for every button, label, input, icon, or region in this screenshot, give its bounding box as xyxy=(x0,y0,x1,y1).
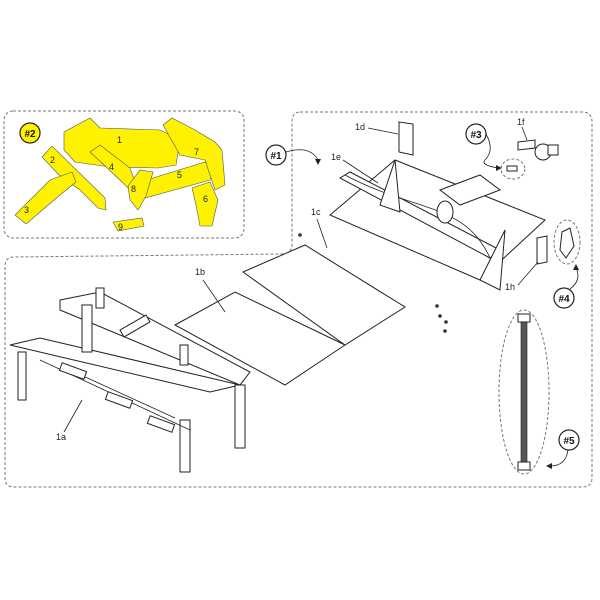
log-label-9: 9 xyxy=(118,222,123,232)
part-label-1h: 1h xyxy=(505,282,515,292)
svg-text:#5: #5 xyxy=(563,436,575,447)
callout-5: #5 xyxy=(546,429,580,469)
log-3 xyxy=(14,171,77,225)
log-label-7: 7 xyxy=(194,147,199,157)
screws xyxy=(298,233,448,333)
log-set-box xyxy=(3,110,245,239)
log-label-3: 3 xyxy=(24,205,29,215)
log-label-4: 4 xyxy=(109,162,114,172)
valve-1f xyxy=(517,139,559,161)
svg-text:#2: #2 xyxy=(24,129,36,140)
flex-gas-line xyxy=(517,313,531,471)
part-label-1b: 1b xyxy=(195,267,205,277)
log-7 xyxy=(162,117,226,191)
gas-line-detail xyxy=(498,309,550,475)
part-label-1d: 1d xyxy=(355,122,365,132)
callout-2: #2 xyxy=(19,122,41,144)
svg-text:#1: #1 xyxy=(270,151,282,162)
log-label-1: 1 xyxy=(117,135,122,145)
log-9 xyxy=(112,217,145,232)
part-label-1c: 1c xyxy=(311,207,321,217)
log-label-6: 6 xyxy=(203,194,208,204)
log-numbers: 1 2 3 4 5 6 7 8 9 xyxy=(24,135,208,232)
burner-pan xyxy=(329,159,546,291)
log-8 xyxy=(127,169,154,211)
pilot-assembly xyxy=(559,227,575,259)
callout-1: #1 xyxy=(265,144,321,166)
panel-1c xyxy=(241,244,406,346)
log-label-5: 5 xyxy=(177,170,182,180)
svg-text:#3: #3 xyxy=(470,130,482,141)
log-1 xyxy=(63,117,181,169)
callout-4: #4 xyxy=(553,264,579,309)
pilot-detail xyxy=(553,219,581,265)
bracket-1d xyxy=(398,121,414,156)
part-label-1e: 1e xyxy=(331,152,341,162)
log-label-8: 8 xyxy=(131,184,136,194)
grate xyxy=(9,287,251,473)
log-label-2: 2 xyxy=(50,155,55,165)
burner-assembly-box xyxy=(4,111,593,488)
orifice xyxy=(506,165,518,172)
bracket-1h xyxy=(536,235,548,265)
orifice-detail xyxy=(500,158,526,180)
part-label-1f: 1f xyxy=(517,117,525,127)
part-label-1a: 1a xyxy=(56,432,66,442)
svg-text:#4: #4 xyxy=(558,294,570,305)
log-set xyxy=(14,117,226,232)
callout-3: #3 xyxy=(465,123,502,171)
log-6 xyxy=(191,181,219,227)
